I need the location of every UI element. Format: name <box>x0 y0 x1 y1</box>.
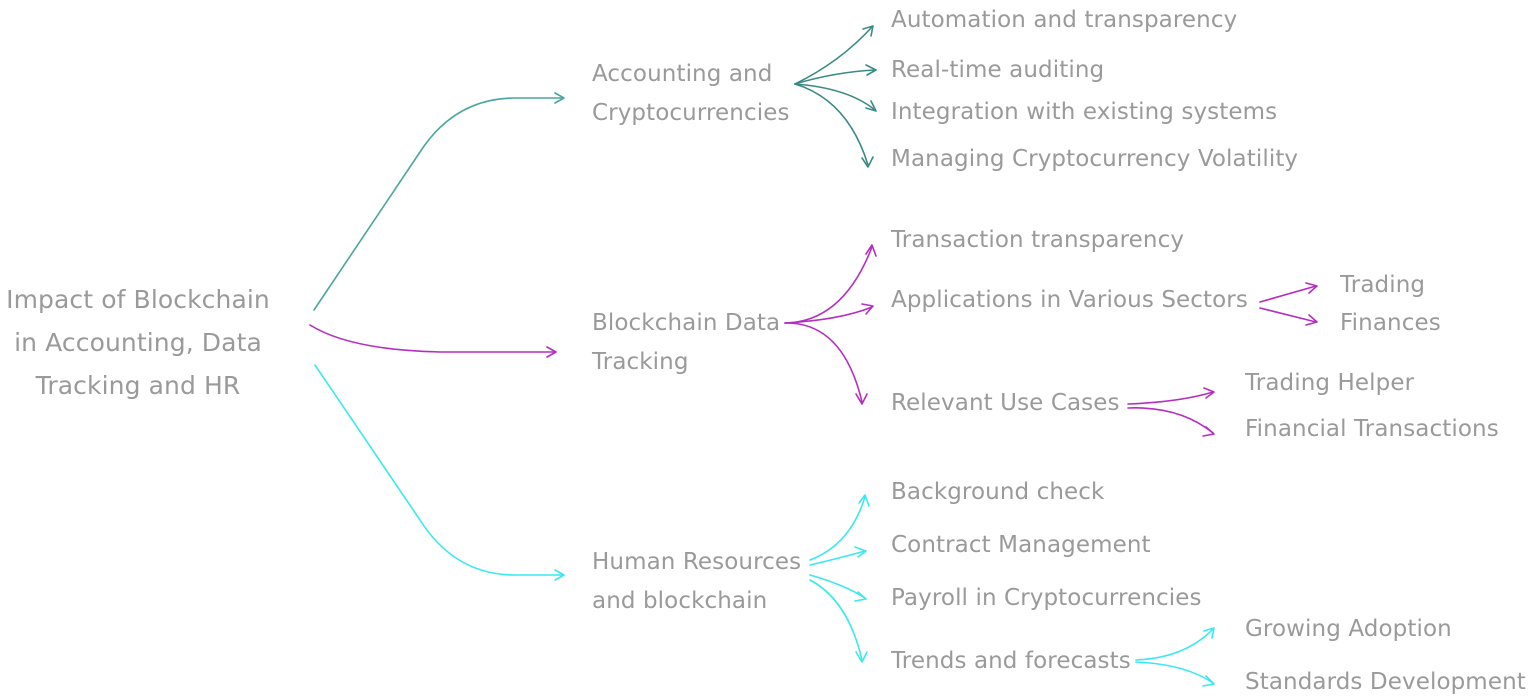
edge-hr-contract <box>809 550 866 566</box>
node-financial-transactions: Financial Transactions <box>1245 416 1499 442</box>
node-volatility: Managing Cryptocurrency Volatility <box>891 146 1299 172</box>
arrow-head <box>554 92 565 104</box>
node-automation: Automation and transparency <box>891 7 1238 33</box>
node-trading-helper: Trading Helper <box>1245 370 1415 396</box>
node-finances: Finances <box>1340 310 1441 336</box>
node-auditing: Real-time auditing <box>891 57 1105 83</box>
arrow-head <box>855 651 868 663</box>
arrow-head <box>865 64 877 76</box>
arrow-head <box>1202 426 1215 437</box>
edge-usecases-financial <box>1127 407 1214 434</box>
arrow-head <box>862 25 874 37</box>
edge-accounting-automation <box>794 26 873 85</box>
branch-accounting: Accounting and Cryptocurrencies <box>592 61 790 126</box>
edge-usecases-helper <box>1127 391 1214 405</box>
edge-hr-payroll <box>809 574 866 599</box>
edge-sectors-finances <box>1259 307 1317 323</box>
arrow-head <box>861 156 874 168</box>
root-node: Impact of Blockchain in Accounting, Data… <box>6 285 270 400</box>
arrow-head <box>854 591 867 602</box>
edge-accounting-volatility <box>794 83 869 166</box>
node-payroll: Payroll in Cryptocurrencies <box>891 585 1202 611</box>
edge-accounting-auditing <box>794 69 876 85</box>
arrow-head <box>858 494 870 507</box>
edge-tracking-sectors <box>784 306 873 324</box>
node-trends: Trends and forecasts <box>891 648 1131 674</box>
arrow-head <box>546 346 557 358</box>
arrow-head <box>865 244 877 257</box>
arrow-head <box>1305 282 1318 294</box>
node-trading: Trading <box>1340 272 1426 298</box>
node-integration: Integration with existing systems <box>891 99 1278 125</box>
edge-tracking-usecases <box>784 322 863 403</box>
edge-trends-standards <box>1135 661 1214 684</box>
arrow-head <box>1203 627 1215 639</box>
node-sectors: Applications in Various Sectors <box>891 287 1248 313</box>
node-contract: Contract Management <box>891 532 1151 558</box>
edge-sectors-trading <box>1259 285 1317 303</box>
edge-hr-background <box>809 496 866 561</box>
node-use-cases: Relevant Use Cases <box>891 390 1120 416</box>
node-adoption: Growing Adoption <box>1245 616 1452 642</box>
arrow-head <box>855 393 868 405</box>
edge-root-accounting <box>313 97 564 311</box>
edge-root-hr <box>314 364 564 576</box>
arrow-head <box>865 100 877 112</box>
node-standards: Standards Development <box>1245 669 1526 695</box>
arrow-head <box>1202 675 1215 687</box>
branch-tracking: Blockchain Data Tracking <box>592 310 781 375</box>
edge-trends-adoption <box>1135 628 1214 661</box>
edge-root-tracking <box>309 324 556 353</box>
arrow-head <box>554 569 565 581</box>
node-transaction-transparency: Transaction transparency <box>891 227 1185 253</box>
arrow-head <box>861 303 874 315</box>
branch-hr: Human Resources and blockchain <box>592 549 802 614</box>
edge-accounting-integration <box>794 83 876 111</box>
node-background: Background check <box>891 479 1105 505</box>
arrow-head <box>1203 387 1215 399</box>
arrow-head <box>854 546 867 558</box>
edge-hr-trends <box>809 579 863 661</box>
arrow-head <box>1305 314 1318 326</box>
